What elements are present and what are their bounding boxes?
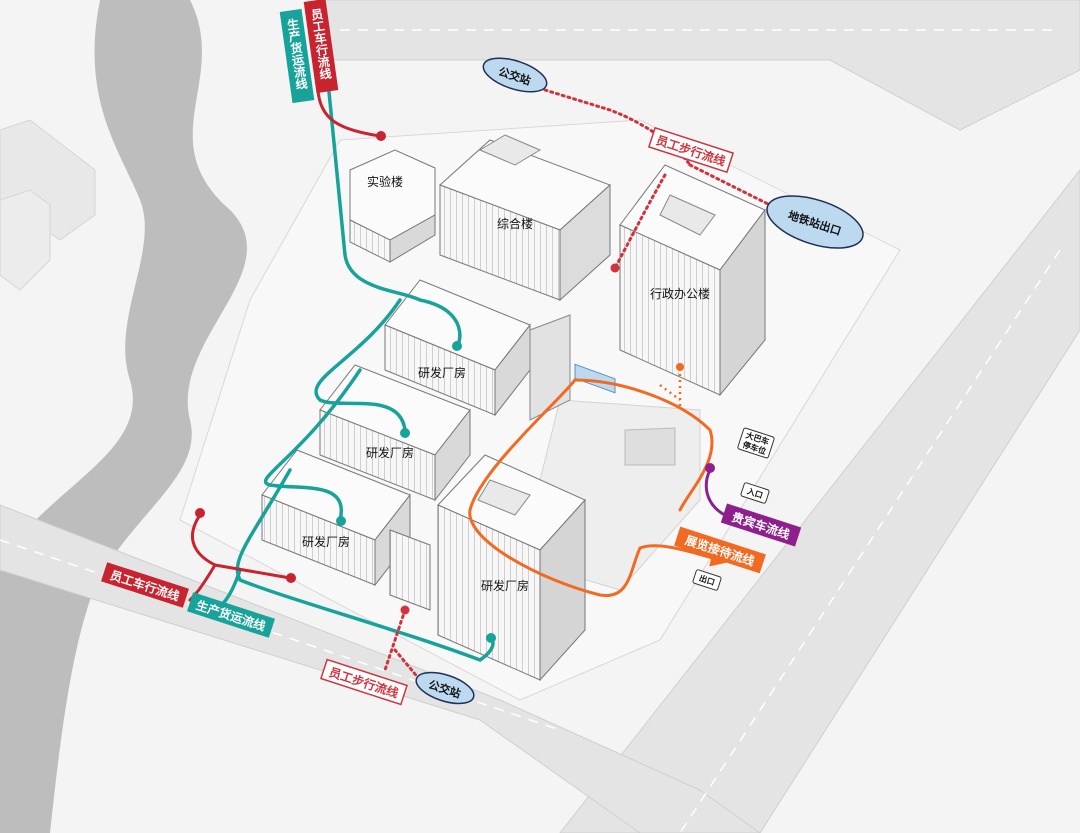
parking-structure bbox=[389, 529, 431, 611]
bus-stop-bottom: 公交站 bbox=[415, 671, 475, 705]
entrance-sign: 入口 bbox=[740, 482, 770, 504]
label-rd4: 研发厂房 bbox=[481, 578, 529, 593]
label-rd2: 研发厂房 bbox=[366, 445, 414, 460]
complex-building bbox=[439, 134, 611, 302]
exhibition-start bbox=[676, 363, 684, 371]
connector-bridge bbox=[529, 314, 571, 421]
freight-flow bbox=[203, 0, 495, 662]
admin-tower bbox=[619, 164, 766, 397]
bus-stop-top: 公交站 bbox=[482, 57, 548, 93]
exhibition-dots bbox=[659, 368, 682, 410]
vip-start bbox=[705, 463, 715, 473]
exhibition-flow bbox=[468, 378, 729, 597]
existing-buildings bbox=[0, 119, 96, 291]
label-rd1: 研发厂房 bbox=[418, 365, 466, 380]
rd-building-4 bbox=[437, 454, 586, 682]
staff-vehicle-endpoints bbox=[195, 131, 386, 583]
bus-parking-marker bbox=[574, 363, 616, 394]
staff-walk-endpoints bbox=[400, 263, 620, 615]
exit-text: 出口 bbox=[698, 573, 716, 587]
plaza-pool bbox=[624, 427, 676, 466]
metro-exit: 地铁站出口 bbox=[766, 195, 864, 249]
label-complex: 综合楼 bbox=[497, 216, 533, 231]
label-rd3: 研发厂房 bbox=[302, 534, 350, 549]
river bbox=[0, 0, 247, 833]
label-admin: 行政办公楼 bbox=[650, 286, 710, 301]
lab-building bbox=[349, 149, 436, 263]
exit-sign: 出口 bbox=[692, 569, 722, 591]
bus-parking-sign: 大巴车 停车位 bbox=[737, 427, 775, 459]
freight-endpoints bbox=[336, 341, 496, 643]
label-lab: 实验楼 bbox=[367, 174, 403, 189]
